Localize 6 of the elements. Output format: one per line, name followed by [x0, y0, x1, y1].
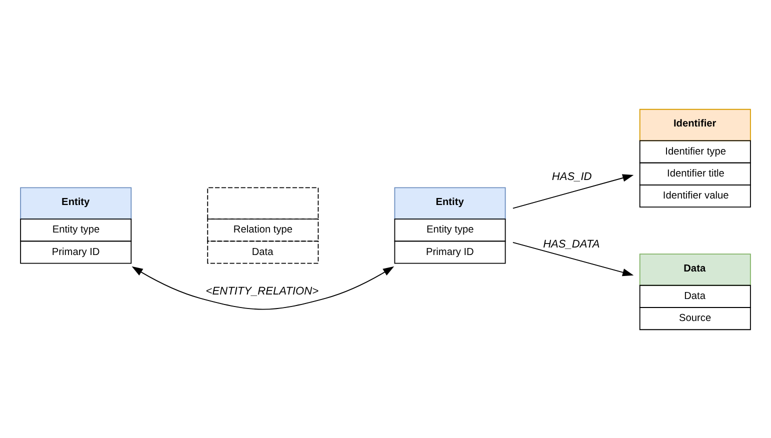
- arrow: [132, 266, 394, 310]
- arrow: [512, 174, 634, 208]
- edge-label: HAS_DATA: [543, 238, 600, 250]
- edge-label: HAS_ID: [552, 170, 592, 182]
- edge-label: <ENTITY_RELATION>: [206, 284, 319, 297]
- arrow: [512, 241, 634, 276]
